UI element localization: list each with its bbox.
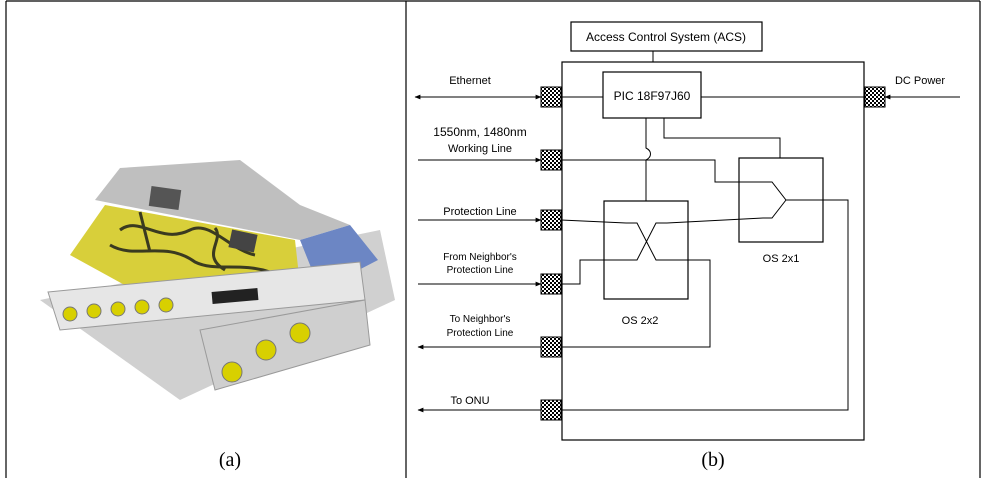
connector-from-neighbor <box>540 273 562 295</box>
label-ethernet: Ethernet <box>449 75 491 87</box>
caption-a: (a) <box>219 449 241 471</box>
lower-connectors <box>221 322 311 383</box>
label-protection-line: Protection Line <box>443 206 516 218</box>
switch-2x1-symbol <box>763 181 803 219</box>
connector-working-line <box>540 149 562 171</box>
label-wavelengths: 1550nm, 1480nm <box>433 125 526 139</box>
os-2x2-label: OS 2x2 <box>622 315 659 327</box>
label-from-neighbor-1: From Neighbor's <box>443 252 517 263</box>
pic-label: PIC 18F97J60 <box>614 89 691 103</box>
switch-2x2-symbol <box>626 222 667 261</box>
connector-to-neighbor <box>540 336 562 358</box>
figure-frame <box>5 0 981 478</box>
label-from-neighbor-2: Protection Line <box>447 265 514 276</box>
connector-ethernet <box>540 86 562 108</box>
connector-dc-power <box>864 86 886 108</box>
label-to-onu: To ONU <box>450 395 489 407</box>
front-connectors <box>62 297 174 322</box>
connector-protection-line <box>540 209 562 231</box>
lower-box <box>199 299 371 391</box>
port-labels: Ethernet 1550nm, 1480nm Working Line Pro… <box>433 75 945 407</box>
external-lines <box>414 94 960 413</box>
label-to-neighbor-2: Protection Line <box>447 328 514 339</box>
label-dc-power: DC Power <box>895 75 945 87</box>
pic-box <box>602 71 702 119</box>
label-working-line: Working Line <box>448 143 512 155</box>
device-lid <box>95 160 350 240</box>
device-photo: (a) <box>40 160 395 471</box>
acs-label: Access Control System (ACS) <box>586 30 746 44</box>
os-2x1-label: OS 2x1 <box>763 253 800 265</box>
label-to-neighbor-1: To Neighbor's <box>450 314 511 325</box>
internal-wiring <box>560 96 865 411</box>
display-window <box>211 288 259 304</box>
os-2x2-box <box>603 200 689 300</box>
acs-box <box>570 21 763 52</box>
caption-b: (b) <box>701 449 724 471</box>
block-diagram: Access Control System (ACS) PIC 18F97J60… <box>414 21 960 471</box>
connector-to-onu <box>540 399 562 421</box>
